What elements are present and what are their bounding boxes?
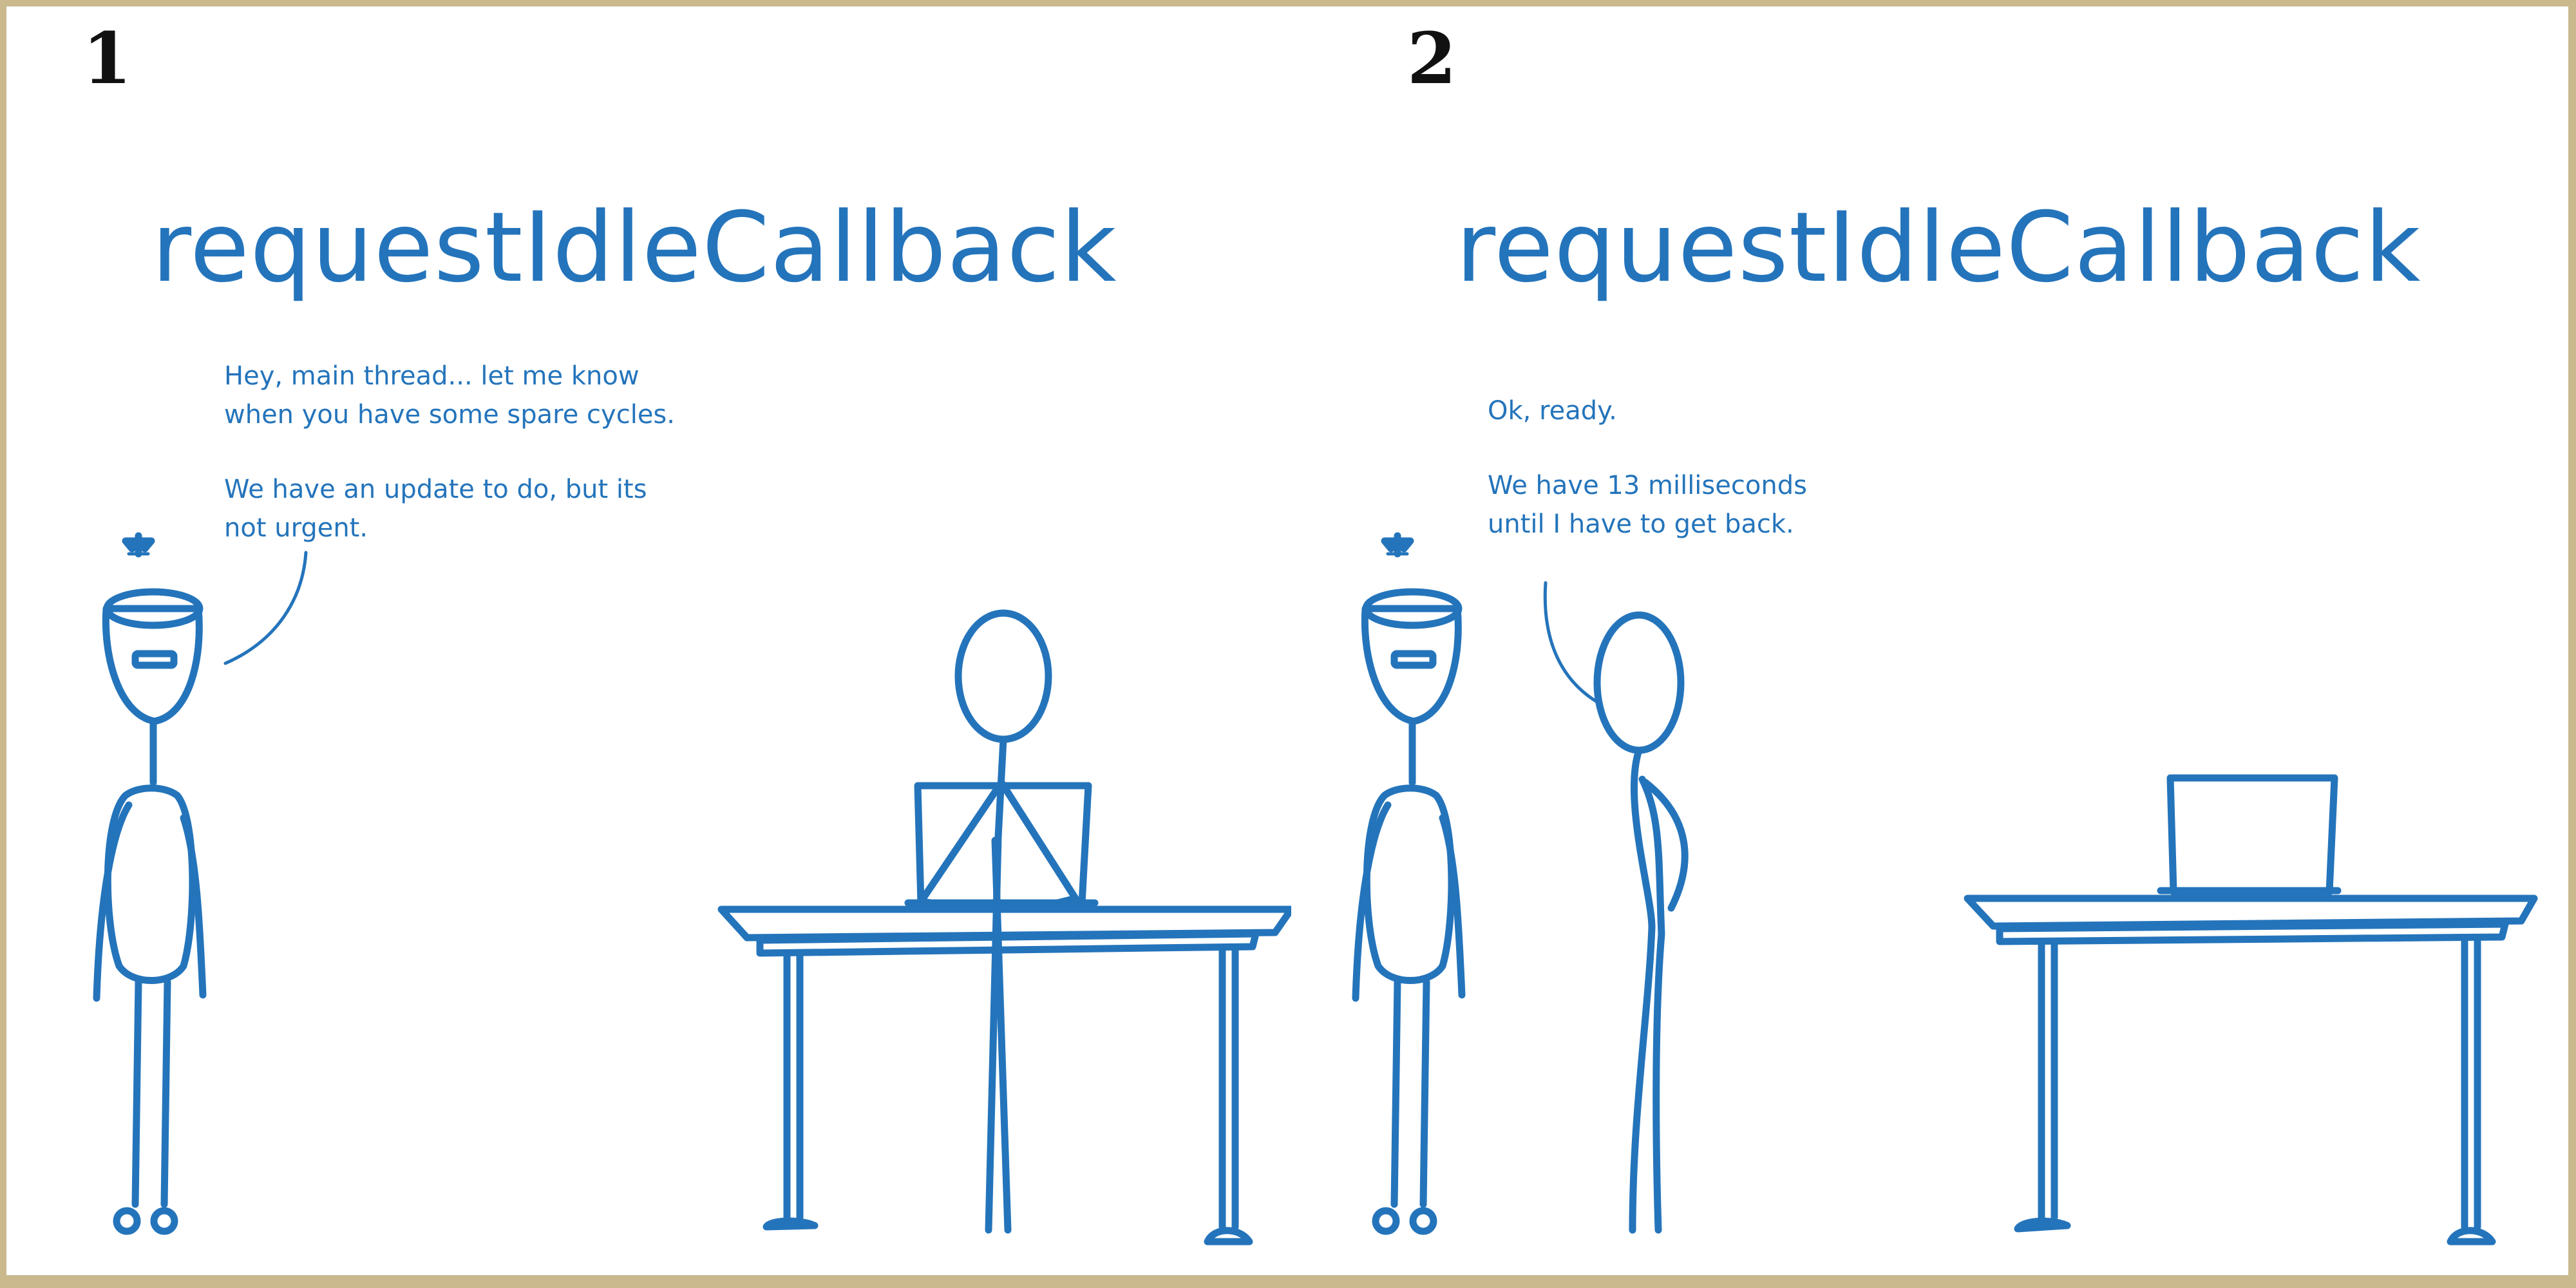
panel-illustration — [1352, 532, 2538, 1245]
panel-1: 1 requestIdleCallback Hey, main thread..… — [6, 6, 1291, 1275]
speech-text: Hey, main thread... let me know when you… — [224, 357, 675, 583]
panel-title: requestIdleCallback — [1455, 192, 2421, 304]
person-at-desk — [917, 609, 1079, 1234]
robot-character — [1352, 532, 1466, 1235]
panel-2: 2 requestIdleCallback Ok, ready. We have… — [1291, 6, 2568, 1275]
speech-tail — [223, 551, 308, 665]
robot-character — [93, 532, 207, 1235]
panel-number: 2 — [1407, 17, 1457, 100]
standing-person — [1593, 611, 1689, 1234]
laptop — [2157, 774, 2342, 896]
panel-number: 1 — [82, 17, 132, 100]
speech-line: We have 13 milliseconds until I have to … — [1488, 471, 1807, 539]
speech-line: Hey, main thread... let me know when you… — [224, 361, 675, 430]
desk — [1964, 895, 2538, 1245]
comic-strip: 1 requestIdleCallback Hey, main thread..… — [6, 6, 2568, 1275]
panel-title: requestIdleCallback — [151, 192, 1117, 304]
panel-illustration — [93, 532, 1291, 1245]
desk — [717, 905, 1291, 1245]
speech-text: Ok, ready. We have 13 milliseconds until… — [1488, 392, 1807, 580]
speech-tail — [1543, 581, 1599, 704]
speech-line: We have an update to do, but its not urg… — [224, 475, 647, 543]
speech-line: Ok, ready. — [1488, 396, 1617, 426]
